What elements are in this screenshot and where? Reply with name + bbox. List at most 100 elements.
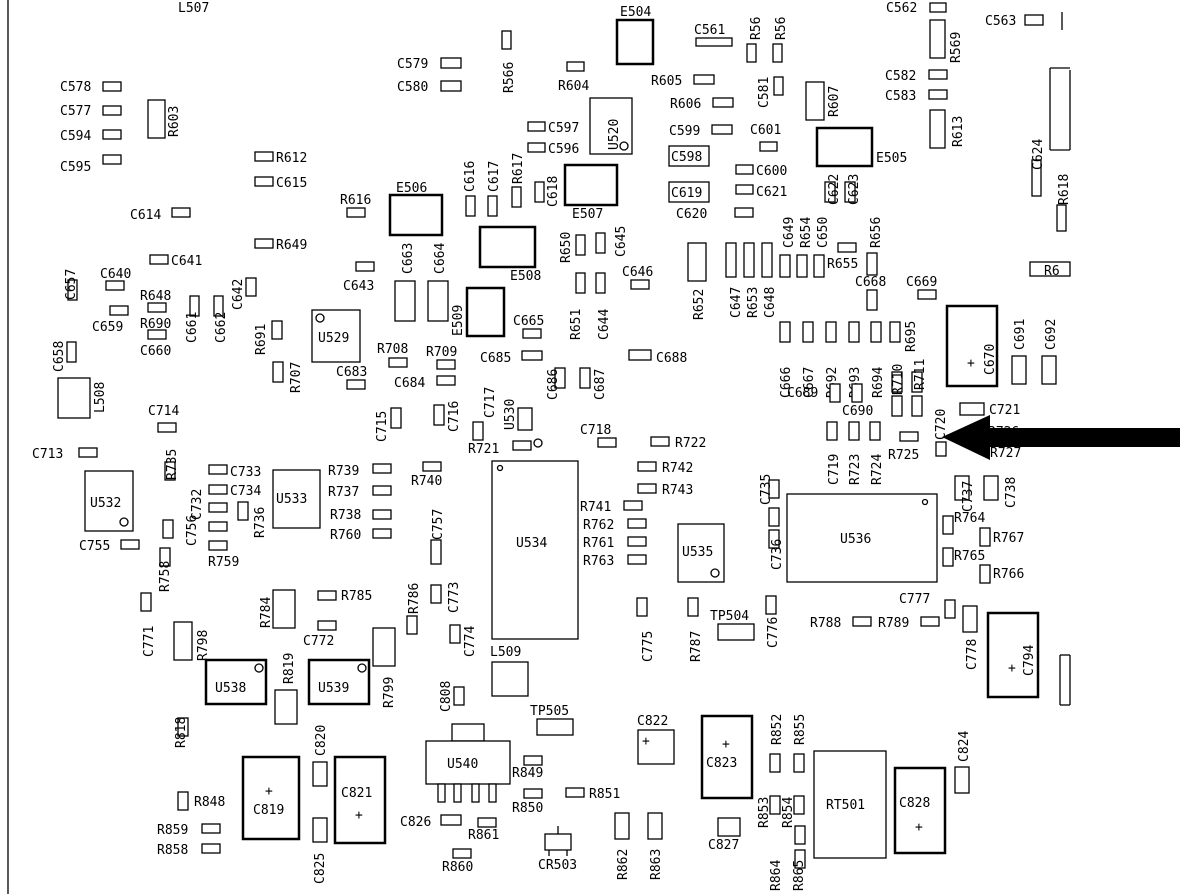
chip-U534: [491, 460, 579, 640]
label-E508: E508: [510, 269, 541, 284]
label-C689: C689: [787, 386, 818, 401]
label-C623: C623: [847, 174, 862, 205]
capacitor-C794: [986, 611, 1040, 699]
label-R862: R862: [616, 849, 631, 880]
label-C719: C719: [827, 454, 842, 485]
label-R607: R607: [827, 86, 842, 117]
thermistor-RT501: [813, 750, 887, 859]
label-R798: R798: [196, 630, 211, 661]
label-C662: C662: [214, 312, 229, 343]
label-R760: R760: [330, 528, 361, 543]
label-R56b: R56: [774, 17, 789, 40]
label-R741: R741: [580, 500, 611, 515]
label-C647: C647: [729, 287, 744, 318]
label-R765: R765: [954, 549, 985, 564]
label-C619: C619: [671, 186, 702, 201]
label-R651: R651: [569, 309, 584, 340]
testpoint-TP504: [717, 623, 755, 641]
label-C691: C691: [1013, 319, 1028, 350]
label-R758: R758: [158, 561, 173, 592]
label-R653: R653: [746, 287, 761, 318]
label-R743: R743: [662, 483, 693, 498]
label-R616: R616: [340, 193, 371, 208]
label-C577: C577: [60, 104, 91, 119]
label-C617: C617: [487, 161, 502, 192]
label-R617: R617: [511, 153, 526, 184]
label-R612: R612: [276, 151, 307, 166]
label-C720: C720: [934, 409, 949, 440]
label-C622: C622: [827, 174, 842, 205]
resistor-R613: [929, 109, 946, 149]
chip-U533: [272, 469, 321, 529]
label-R654: R654: [799, 217, 814, 248]
label-C717: C717: [483, 387, 498, 418]
label-R6: R6: [1044, 264, 1060, 279]
label-R799: R799: [382, 677, 397, 708]
resistor-R603: [147, 99, 166, 139]
resistor-R607: [805, 81, 825, 121]
label-R604: R604: [558, 79, 589, 94]
label-C734: C734: [230, 484, 261, 499]
label-C716: C716: [447, 401, 462, 432]
label-C641: C641: [171, 254, 202, 269]
label-R767: R767: [993, 531, 1024, 546]
label-C660: C660: [140, 344, 171, 359]
label-R566: R566: [502, 62, 517, 93]
label-C583: C583: [885, 89, 916, 104]
label-R761: R761: [583, 536, 614, 551]
label-R759: R759: [208, 555, 239, 570]
label-R858: R858: [157, 843, 188, 858]
label-C713: C713: [32, 447, 63, 462]
label-TP505: TP505: [530, 704, 569, 719]
svg-text:+: +: [355, 808, 363, 823]
label-R849: R849: [512, 766, 543, 781]
label-C657: C657: [64, 269, 79, 300]
label-C738: C738: [1004, 477, 1019, 508]
label-C828: C828: [899, 796, 930, 811]
label-C670: C670: [983, 344, 998, 375]
label-R851: R851: [589, 787, 620, 802]
label-R785: R785: [341, 589, 372, 604]
label-C721: C721: [989, 403, 1020, 418]
label-C690: C690: [842, 404, 873, 419]
label-R650: R650: [559, 232, 574, 263]
label-C595: C595: [60, 160, 91, 175]
label-C772: C772: [303, 634, 334, 649]
label-C771: C771: [142, 626, 157, 657]
label-C778: C778: [965, 639, 980, 670]
label-C737: C737: [961, 481, 976, 512]
label-C642: C642: [231, 279, 246, 310]
label-U529: U529: [318, 331, 349, 346]
label-RT501: RT501: [826, 798, 865, 813]
label-C666: C666: [779, 367, 794, 398]
label-C624: C624: [1031, 139, 1046, 170]
label-E509: E509: [451, 305, 466, 336]
label-L507: L507: [178, 1, 209, 16]
label-C823: C823: [706, 756, 737, 771]
label-C667: C667: [802, 367, 817, 398]
label-R723: R723: [848, 454, 863, 485]
label-R863: R863: [649, 849, 664, 880]
label-TP504: TP504: [710, 609, 749, 624]
label-R695: R695: [904, 321, 919, 352]
label-C618: C618: [546, 176, 561, 207]
label-R762: R762: [583, 518, 614, 533]
capacitor-C823: [700, 714, 754, 800]
label-R788: R788: [810, 616, 841, 631]
chip-U536: [786, 493, 938, 583]
label-C821: C821: [341, 786, 372, 801]
inductor-E506: [388, 193, 444, 237]
label-R784: R784: [259, 597, 274, 628]
label-C598: C598: [671, 150, 702, 165]
label-C644: C644: [597, 309, 612, 340]
label-R763: R763: [583, 554, 614, 569]
label-C736: C736: [770, 539, 785, 570]
svg-text:+: +: [265, 784, 273, 799]
label-U536: U536: [840, 532, 871, 547]
label-C775: C775: [641, 631, 656, 662]
testpoint-TP505: [536, 718, 574, 736]
label-C684: C684: [394, 376, 425, 391]
label-C659: C659: [92, 320, 123, 335]
label-C826: C826: [400, 815, 431, 830]
